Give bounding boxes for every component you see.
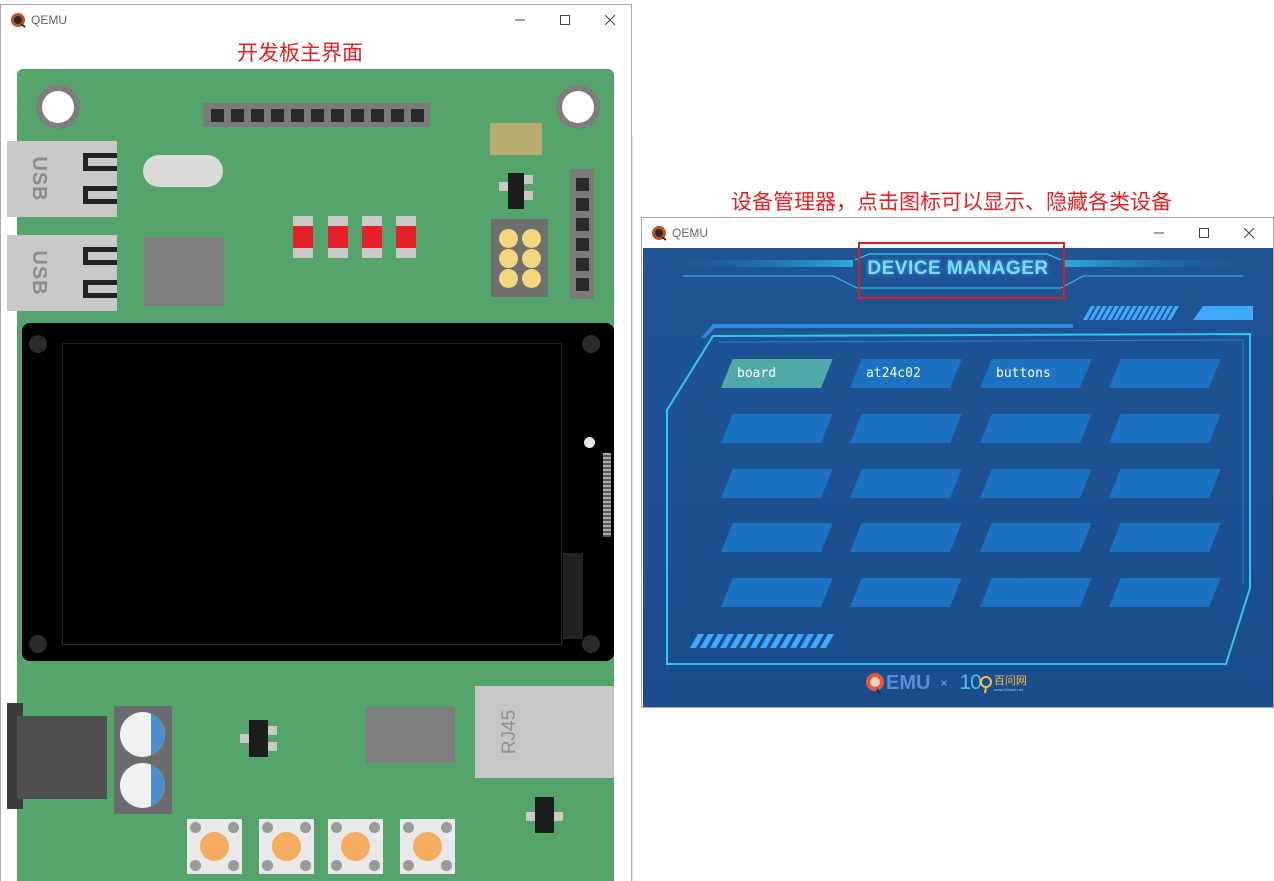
transistor (249, 720, 268, 757)
board-window-titlebar[interactable]: QEMU (1, 5, 631, 35)
pad-gold (490, 123, 542, 155)
close-button[interactable] (1226, 218, 1272, 248)
device-tile-board[interactable]: board (721, 359, 833, 388)
device-tile-empty[interactable] (1109, 469, 1221, 498)
lcd-fpc (563, 553, 583, 639)
led (362, 216, 382, 258)
usb-label: USB (28, 250, 51, 296)
minimize-icon (515, 19, 525, 21)
brand-name: 百问网 (993, 673, 1027, 687)
device-tile-label: board (737, 366, 777, 381)
device-tile-empty[interactable] (1109, 414, 1221, 443)
window-title: QEMU (672, 226, 708, 240)
led (328, 216, 348, 258)
hud-frame (653, 253, 1263, 665)
pin-header-right (570, 169, 594, 299)
device-tile-empty[interactable] (721, 578, 833, 607)
separator-line (632, 136, 633, 881)
transistor (535, 797, 554, 833)
device-tile-empty[interactable] (721, 414, 833, 443)
maximize-icon (1199, 228, 1209, 238)
device-tile-empty[interactable] (850, 523, 962, 552)
rj45-port: RJ45 (475, 686, 614, 778)
user-button-1[interactable] (187, 819, 242, 874)
qemu-icon (652, 226, 667, 241)
device-tile-empty[interactable] (1109, 359, 1221, 388)
device-manager-title: DEVICE MANAGER (867, 258, 1049, 279)
device-tile-empty[interactable] (980, 469, 1092, 498)
brand-ring-icon (979, 676, 992, 694)
led (396, 216, 416, 258)
user-button-2[interactable] (259, 819, 314, 874)
maximize-icon (560, 15, 570, 25)
mount-hole (36, 85, 80, 129)
qemu-logo-text: EMU (886, 671, 931, 694)
device-tile-empty[interactable] (850, 578, 962, 607)
led (293, 216, 313, 258)
usb-label: USB (28, 156, 51, 202)
user-button-4[interactable] (400, 819, 455, 874)
board-annotation: 开发板主界面 (237, 41, 363, 65)
device-tile-empty[interactable] (850, 469, 962, 498)
close-button[interactable] (587, 5, 633, 35)
rj45-label: RJ45 (499, 709, 520, 755)
window-title: QEMU (31, 13, 67, 27)
minimize-button[interactable] (1136, 218, 1182, 248)
brand-url: www.100ask.net (993, 686, 1023, 692)
device-tile-empty[interactable] (721, 523, 833, 552)
footer-logos: EMU × 10 百问网 www.100ask.net (865, 670, 1027, 696)
device-tile-empty[interactable] (850, 414, 962, 443)
pad-connector (491, 219, 548, 297)
minimize-icon (1154, 232, 1164, 234)
device-tile-label: at24c02 (866, 366, 921, 381)
chip (144, 237, 224, 306)
device-manager-window: QEMU (641, 217, 1274, 708)
maximize-button[interactable] (1181, 218, 1227, 248)
device-tile-empty[interactable] (980, 523, 1092, 552)
capacitor (120, 712, 165, 757)
close-icon (605, 15, 615, 25)
device-tile-at24c02[interactable]: at24c02 (850, 359, 962, 388)
mount-hole (556, 85, 600, 129)
device-tile-empty[interactable] (980, 578, 1092, 607)
title-highlight-box (858, 242, 1065, 299)
chip-bottom (366, 707, 455, 763)
qemu-icon (11, 13, 26, 28)
maximize-button[interactable] (542, 5, 588, 35)
device-tile-empty[interactable] (721, 469, 833, 498)
device-tile-empty[interactable] (1109, 578, 1221, 607)
power-jack-body (17, 716, 107, 799)
device-tile-buttons[interactable]: buttons (980, 359, 1092, 388)
transistor (508, 173, 524, 209)
capacitor-block (114, 706, 172, 814)
logo-times: × (940, 676, 948, 690)
lcd-module (22, 323, 614, 661)
user-button-3[interactable] (328, 819, 383, 874)
device-manager-panel: DEVICE MANAGER board at24c02 buttons (643, 248, 1273, 707)
device-tile-grid: board at24c02 buttons (643, 248, 1273, 707)
device-tile-label: buttons (996, 366, 1051, 381)
capacitor (120, 763, 165, 808)
brand-number: 10 (959, 671, 981, 694)
device-tile-empty[interactable] (980, 414, 1092, 443)
crystal (143, 155, 223, 187)
lcd-dot (584, 437, 595, 448)
qemu-logo-icon (866, 673, 884, 695)
device-tile-empty[interactable] (1109, 523, 1221, 552)
device-manager-annotation: 设备管理器，点击图标可以显示、隐藏各类设备 (731, 190, 1172, 214)
lcd-flex-connector (603, 453, 611, 537)
usb-port-2: USB (7, 235, 117, 311)
usb-port-1: USB (7, 141, 117, 217)
minimize-button[interactable] (497, 5, 543, 35)
close-icon (1244, 228, 1254, 238)
pin-header-top (203, 103, 430, 127)
lcd-screen[interactable] (62, 343, 562, 645)
